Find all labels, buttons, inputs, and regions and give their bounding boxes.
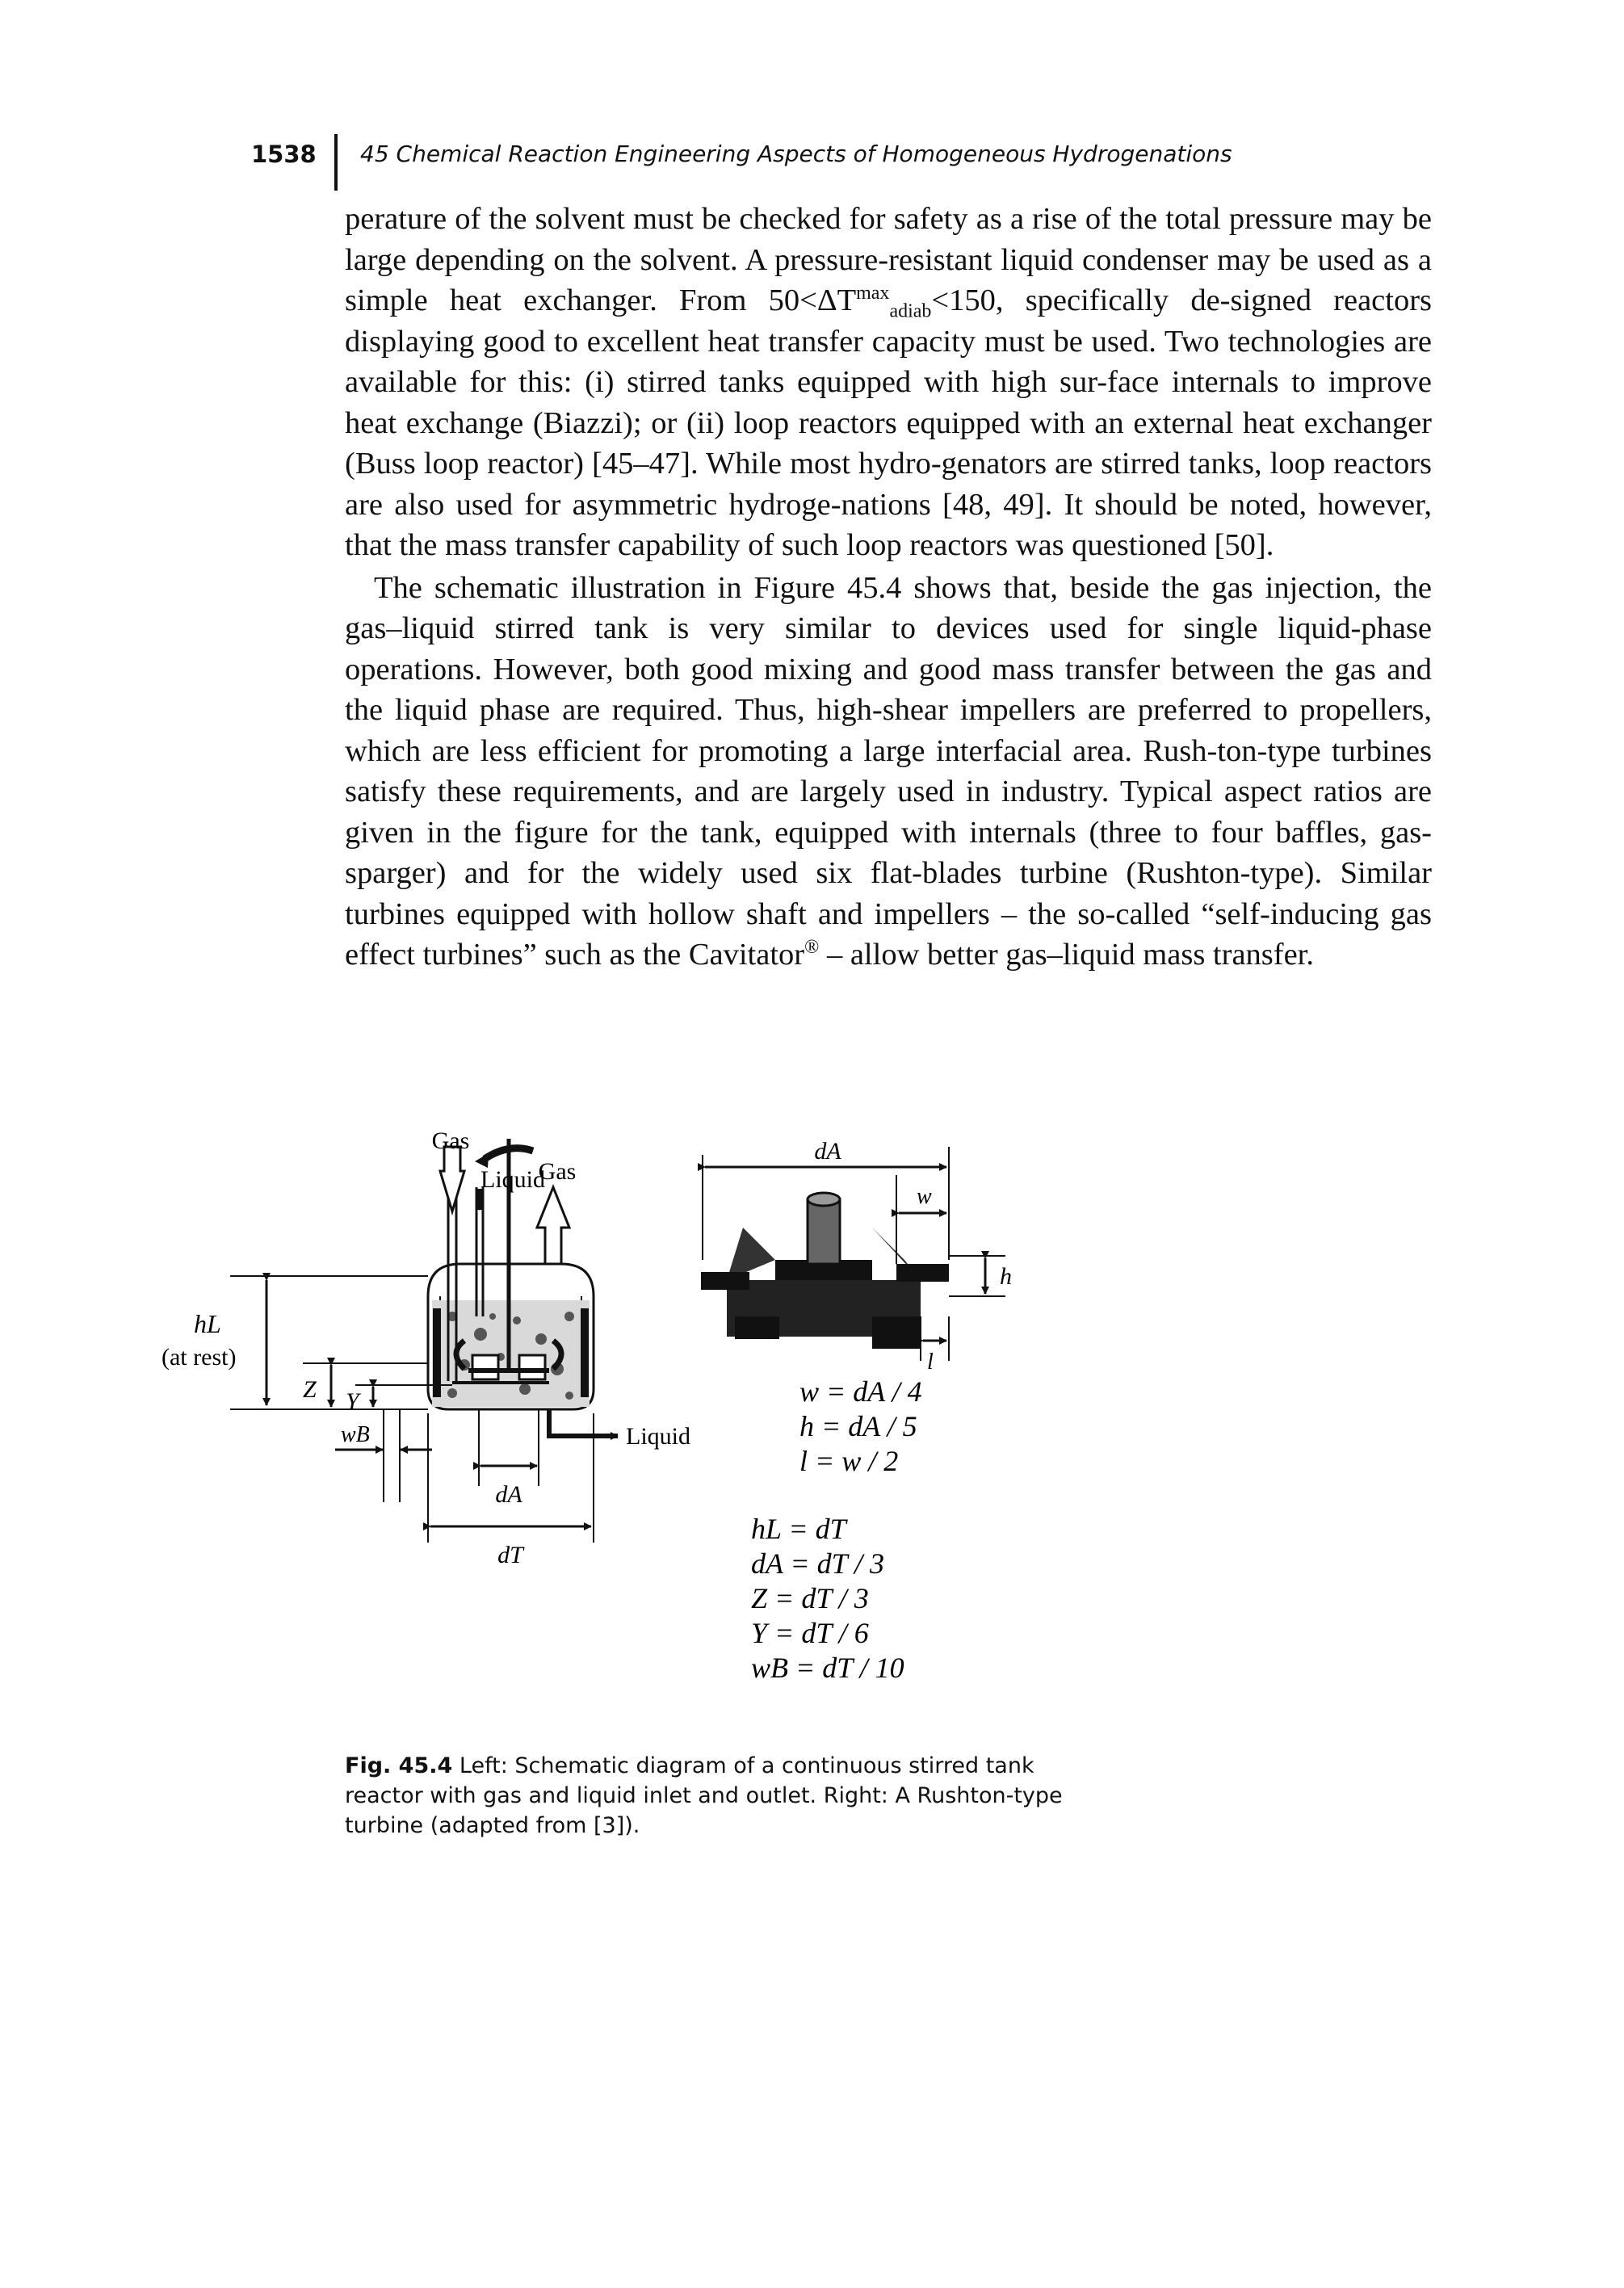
baffle-right — [581, 1308, 589, 1397]
paragraph-1-sub: adiab — [889, 300, 932, 322]
running-title: 45 Chemical Reaction Engineering Aspects… — [360, 141, 1232, 167]
hl-note: (at rest) — [162, 1344, 236, 1371]
impeller-blade-right — [518, 1354, 547, 1381]
paragraph-1-text-b: <150, specifically de-signed reactors di… — [345, 283, 1433, 562]
turbine-ratio: l = w / 2 — [799, 1445, 898, 1477]
gas-inlet — [438, 1145, 467, 1381]
circulation-arrow-right — [551, 1338, 564, 1371]
turbine-ratio: w = dA / 4 — [799, 1375, 922, 1408]
h-label: h — [1000, 1263, 1012, 1290]
caption-text: Left: Schematic diagram of a continuous … — [345, 1753, 1063, 1838]
rushton-turbine — [701, 1191, 949, 1349]
figure-45-4: Gas Liquid Gas Liquid hL (at rest) Z Y — [162, 1123, 1211, 1720]
tank-ratio: wB = dT / 10 — [751, 1652, 904, 1684]
l-label: l — [927, 1350, 934, 1375]
gas-outlet — [535, 1183, 572, 1266]
da-top-label: dA — [814, 1138, 841, 1165]
page-header: 1538 45 Chemical Reaction Engineering As… — [251, 134, 1462, 191]
wb-label: wB — [341, 1422, 370, 1447]
paragraph-2-text-b: – allow better gas–liquid mass transfer. — [819, 938, 1314, 972]
baffle-left — [433, 1308, 441, 1397]
tank-ratio: hL = dT — [751, 1513, 849, 1545]
w-label: w — [917, 1184, 932, 1209]
turbine-ratios: w = dA / 4 h = dA / 5 l = w / 2 — [799, 1375, 922, 1477]
tank-ratios: hL = dT dA = dT / 3 Z = dT / 3 Y = dT / … — [751, 1513, 904, 1684]
liquid-outlet — [547, 1409, 619, 1440]
figure-caption: Fig. 45.4 Left: Schematic diagram of a c… — [345, 1751, 1088, 1841]
figure-diagram: Gas Liquid Gas Liquid hL (at rest) Z Y — [162, 1127, 1012, 1684]
liquid-inlet-label: Liquid — [480, 1166, 545, 1193]
header-rule — [334, 134, 338, 191]
turbine-ratio: h = dA / 5 — [799, 1410, 917, 1442]
liquid-outlet-label: Liquid — [626, 1423, 690, 1450]
impeller-blade-left — [471, 1354, 500, 1381]
body-text: perature of the solvent must be checked … — [345, 199, 1432, 976]
gas-inlet-label: Gas — [432, 1127, 470, 1154]
impeller-disc — [468, 1368, 549, 1373]
turbine-hub — [806, 1198, 841, 1266]
caption-label: Fig. 45.4 — [345, 1753, 453, 1778]
tank-ratio: Y = dT / 6 — [751, 1617, 869, 1649]
tank-ratio: Z = dT / 3 — [751, 1582, 869, 1614]
y-label: Y — [346, 1388, 362, 1415]
paragraph-1-text-a: perature of the solvent must be checked … — [345, 202, 1432, 317]
tank-ratio: dA = dT / 3 — [751, 1547, 884, 1580]
hl-label: hL — [194, 1309, 221, 1338]
paragraph-2-sup: ® — [804, 937, 820, 959]
paragraph-2-text-a: The schematic illustration in Figure 45.… — [345, 570, 1432, 972]
gas-outlet-label: Gas — [539, 1158, 577, 1185]
tank-vessel — [426, 1296, 595, 1411]
liquid-inlet — [475, 1187, 485, 1316]
paragraph-2: The schematic illustration in Figure 45.… — [345, 568, 1432, 976]
z-label: Z — [303, 1376, 317, 1403]
da-bottom-label: dA — [495, 1481, 522, 1508]
paragraph-1: perature of the solvent must be checked … — [345, 199, 1432, 566]
dt-bottom-label: dT — [497, 1542, 525, 1568]
rotation-arrow — [482, 1144, 535, 1162]
paragraph-1-sup: max — [856, 283, 890, 304]
page-number: 1538 — [251, 141, 317, 168]
